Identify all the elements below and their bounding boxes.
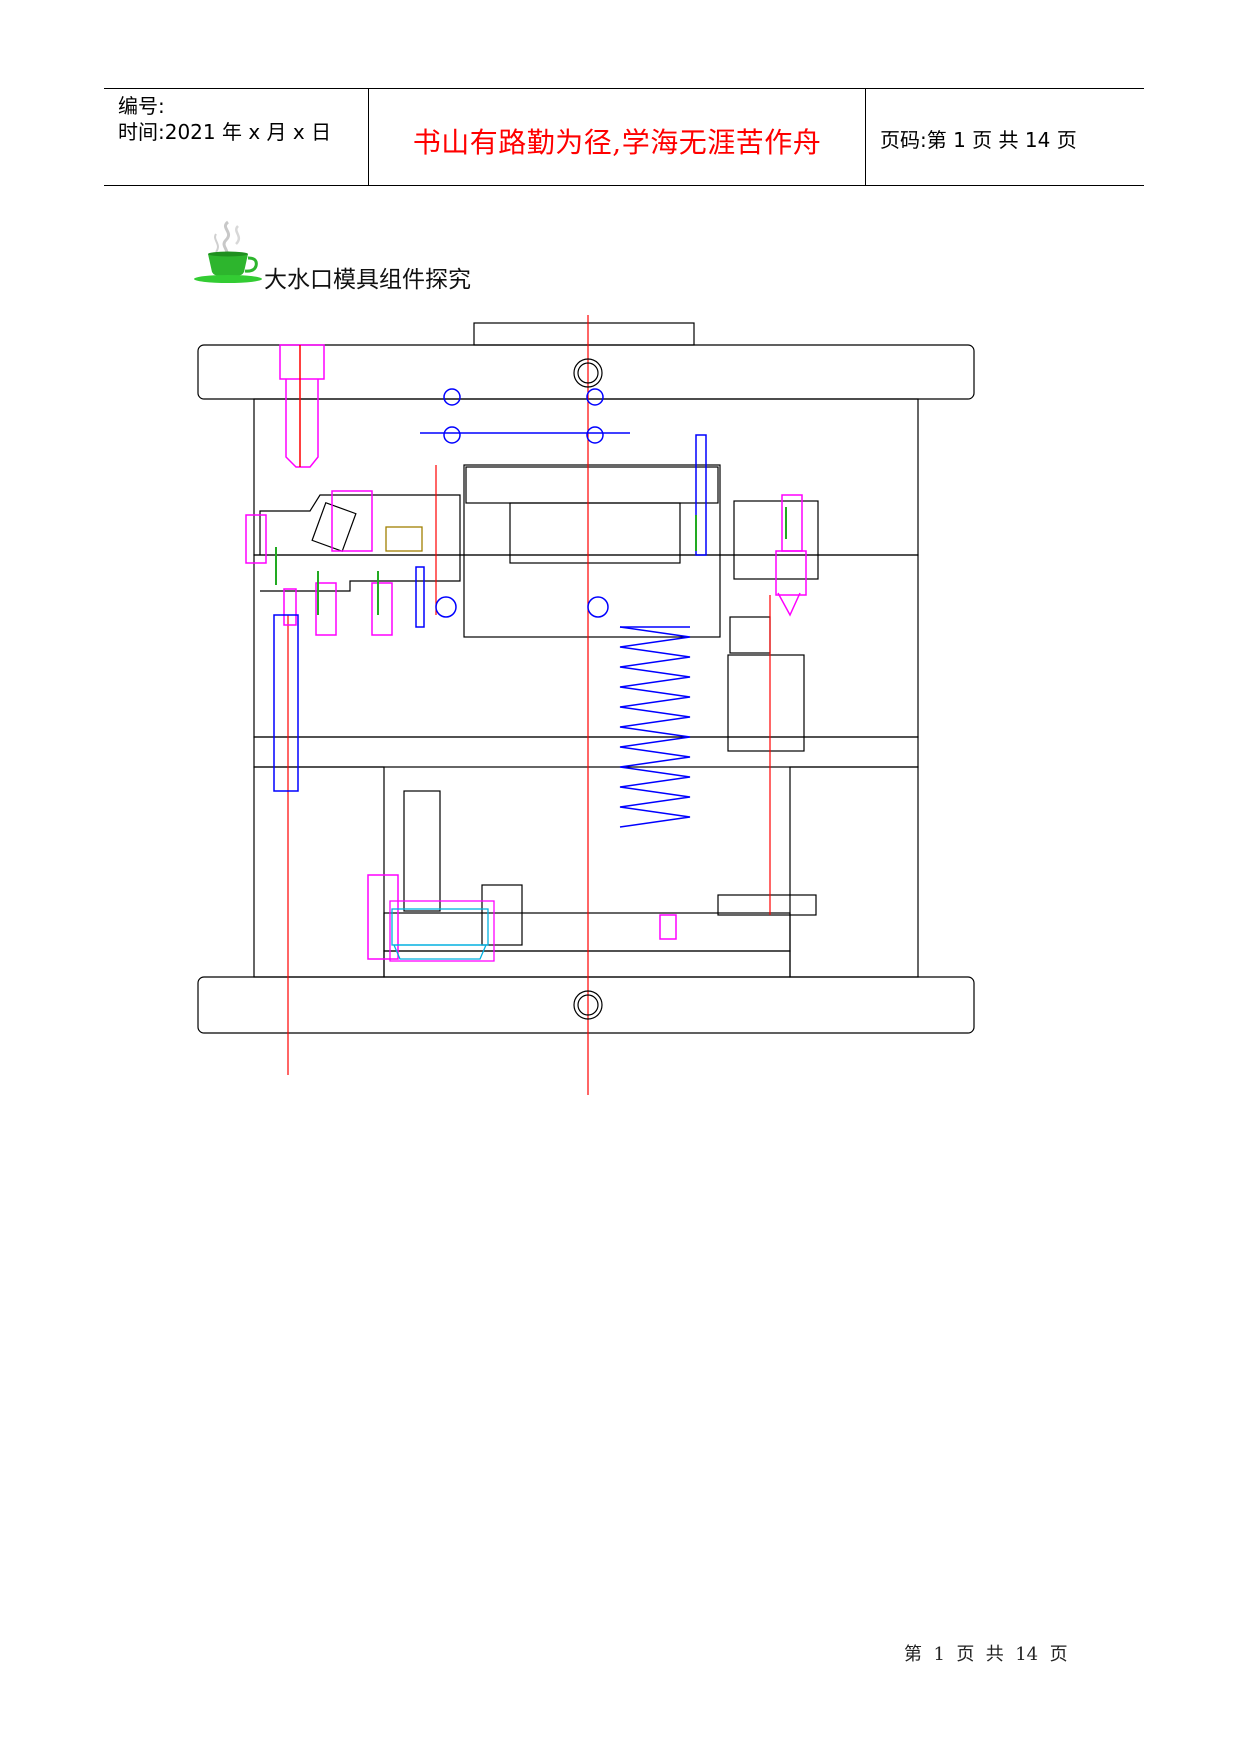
document-header: 编号: 时间:2021 年 x 月 x 日 书山有路勤为径,学海无涯苦作舟 页码… xyxy=(104,88,1144,186)
document-time-label: 时间:2021 年 x 月 x 日 xyxy=(118,120,332,144)
steaming-cup-icon xyxy=(194,220,262,283)
document-title: 大水口模具组件探究 xyxy=(264,267,471,293)
header-page-number: 页码:第 1 页 共 14 页 xyxy=(880,128,1077,152)
header-page-cell: 页码:第 1 页 共 14 页 xyxy=(866,89,1144,185)
header-info-cell: 编号: 时间:2021 年 x 月 x 日 xyxy=(104,89,369,185)
document-number-label: 编号: xyxy=(118,94,165,118)
header-motto-cell: 书山有路勤为径,学海无涯苦作舟 xyxy=(369,89,866,185)
header-motto: 书山有路勤为径,学海无涯苦作舟 xyxy=(412,126,822,159)
mold-assembly-drawing xyxy=(197,315,975,1095)
title-row: 大水口模具组件探究 xyxy=(190,216,690,293)
page-footer: 第 1 页 共 14 页 xyxy=(904,1644,1068,1665)
